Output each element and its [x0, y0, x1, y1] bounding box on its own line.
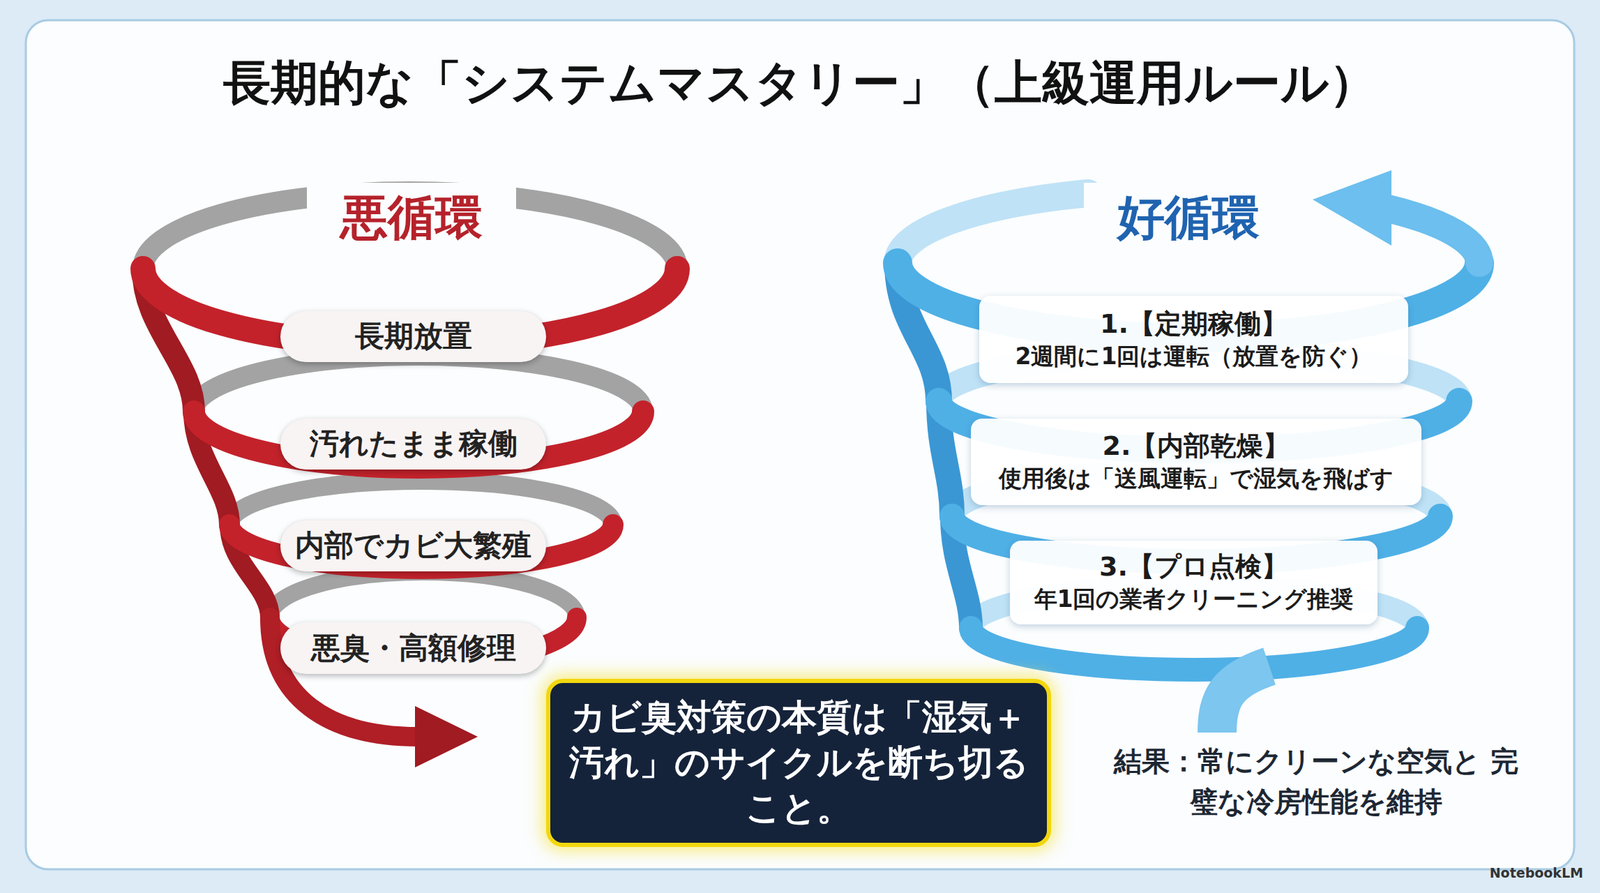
box-heading: 悪臭・高額修理: [311, 630, 517, 666]
spiral-back: [229, 480, 614, 525]
arrow-head: [414, 705, 478, 768]
cycle-step-pill: 長期放置: [280, 311, 547, 362]
arrow-head: [1312, 170, 1392, 246]
rule-card: 2.【内部乾燥】使用後は「送風運転」で湿気を飛ばす: [970, 418, 1422, 505]
cycle-heading: 好循環: [1083, 182, 1294, 253]
panel: [25, 20, 1575, 870]
box-body: 2週間に1回は運転（放置を防ぐ）: [1015, 341, 1373, 373]
key-message-box: カビ臭対策の本質は「湿気＋汚れ」のサイクルを断ち切ること。: [546, 678, 1052, 847]
rule-card: 3.【プロ点検】年1回の業者クリーニング推奨: [1009, 540, 1378, 625]
box-heading: 1.【定期稼働】: [1099, 306, 1288, 342]
box-body: 年1回の業者クリーニング推奨: [1034, 583, 1354, 616]
box-heading: 汚れたまま稼働: [309, 426, 518, 462]
box-body: 使用後は「送風運転」で湿気を飛ばす: [998, 463, 1394, 495]
cycle-step-pill: 悪臭・高額修理: [280, 622, 547, 674]
box-heading: 3.【プロ点検】: [1099, 549, 1289, 584]
box-heading: 2.【内部乾燥】: [1102, 428, 1291, 464]
spiral-front: [970, 627, 1418, 670]
cycle-step-pill: 汚れたまま稼働: [280, 418, 547, 470]
spiral-back: [897, 193, 1089, 263]
box-heading: 内部でカビ大繁殖: [295, 527, 532, 563]
title: 長期的な「システムマスタリー」（上級運用ルール）: [0, 54, 1600, 112]
box-heading: カビ臭対策の本質は「湿気＋汚れ」のサイクルを断ち切ること。: [560, 694, 1038, 831]
rule-card: 1.【定期稼働】2週間に1回は運転（放置を防ぐ）: [979, 295, 1409, 383]
spiral-back: [193, 355, 644, 412]
cycle-heading: 悪循環: [306, 182, 517, 253]
box-heading: 長期放置: [355, 318, 473, 354]
cycle-step-pill: 内部でカビ大繁殖: [280, 520, 547, 572]
watermark: NotebookLM: [1415, 864, 1584, 881]
spiral-tail: [1217, 666, 1270, 733]
spiral-top: [1387, 208, 1480, 263]
result-note: 結果：常にクリーンな空気と 完璧な冷房性能を維持: [1106, 740, 1526, 822]
